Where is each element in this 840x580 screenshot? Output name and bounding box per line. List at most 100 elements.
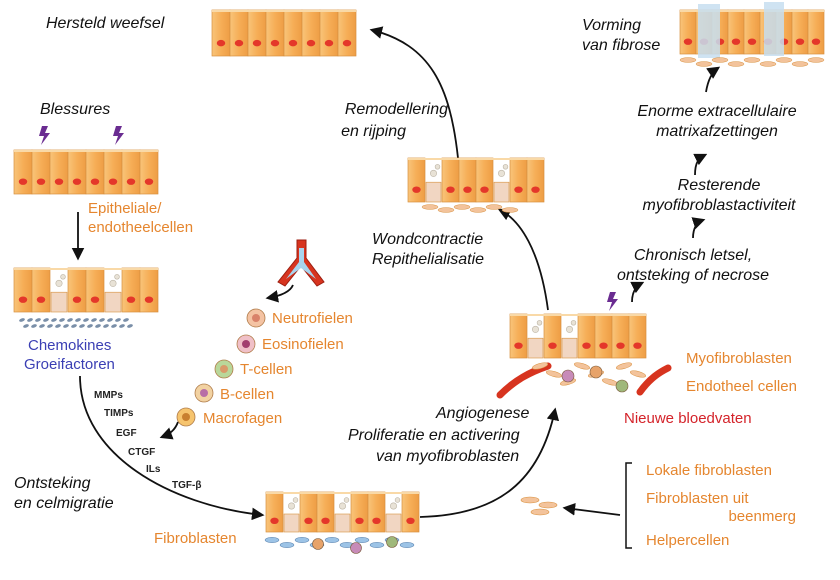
cell-nucleus: [252, 39, 262, 47]
cell-nucleus: [342, 39, 352, 47]
chemokine-particle: [39, 324, 45, 328]
cell-nucleus: [514, 186, 523, 193]
epithelial-cell: [407, 157, 426, 203]
injury-lightning-icon: [113, 126, 124, 145]
bm-fibroblasts-label-2: beenmerg: [728, 508, 796, 525]
chemokine-particle: [99, 318, 105, 322]
infiltrating-cell: [312, 538, 324, 550]
damaged-cell: [385, 513, 402, 533]
arrow-to-fibrosis: [705, 66, 721, 93]
inflammation-label-1: Ontsteking: [14, 475, 91, 492]
epithelial-cell: [31, 267, 51, 313]
mediator-ctgf: CTGF: [128, 447, 156, 458]
epithelial-cell: [350, 491, 369, 533]
fibrosis-label-1: Vorming: [582, 17, 641, 34]
chemokine-particle: [59, 318, 65, 322]
cell-nucleus: [811, 38, 821, 45]
chemokine-particle: [43, 318, 49, 322]
cell-nucleus: [216, 39, 226, 47]
cell-nucleus: [321, 517, 330, 524]
arrow-repair-to-angiogenesis: [419, 407, 560, 518]
epithelial-cell: [301, 9, 321, 57]
debris-particle: [60, 274, 66, 280]
chemokine-particle: [111, 324, 117, 328]
chemokine-particle: [27, 318, 33, 322]
cycle-arrows: [71, 26, 721, 521]
matrix-deposit: [764, 2, 784, 56]
fibrotic-fibroblast: [711, 57, 729, 63]
damaged-cell: [283, 513, 300, 533]
arrow-to-matrix: [693, 153, 708, 176]
epithelial-cell: [103, 149, 123, 195]
cell-nucleus: [514, 342, 523, 349]
angiogenesis-label-2: Proliferatie en activering: [348, 427, 520, 444]
chemokine-particle: [19, 318, 25, 322]
epithelial-cell: [577, 313, 596, 359]
cell-nucleus: [288, 39, 298, 47]
residual-label-1: Resterende: [677, 177, 761, 194]
source-fibroblast: [520, 496, 540, 504]
cell-nucleus: [406, 517, 415, 524]
arrow-to-residual: [691, 217, 706, 239]
chemokine-particle: [95, 324, 101, 328]
b-cell-core: [200, 389, 208, 397]
debris-particle: [338, 502, 346, 510]
contracting-fibroblast: [469, 207, 487, 213]
migrating-fibroblast: [324, 537, 340, 543]
mediator-egf: EGF: [116, 428, 137, 439]
injured-tissue: [13, 149, 159, 195]
cell-nucleus: [18, 178, 28, 185]
remodeling-label-2: en rijping: [341, 123, 406, 140]
epithelial-cell: [594, 313, 613, 359]
fibrotic-fibroblast: [775, 57, 793, 63]
wound-contraction-label-2: Repithelialisatie: [372, 251, 485, 268]
fibrotic-tissue: [679, 2, 825, 67]
arrow-angiogenesis-to-contraction: [497, 208, 549, 311]
epithelial-cell: [337, 9, 357, 57]
cell-nucleus: [306, 39, 316, 47]
arrow-vessel-to-immune: [265, 284, 294, 303]
migrating-fibroblast: [294, 537, 310, 543]
chemokine-particle: [67, 318, 73, 322]
epithelial-cell: [139, 267, 159, 313]
cell-nucleus: [412, 186, 421, 193]
cell-nucleus: [126, 178, 136, 185]
chronic-injury-lightning-icon: [607, 292, 618, 311]
debris-particle: [570, 320, 577, 326]
myofibroblast: [629, 370, 647, 378]
chronic-label-1: Chronisch letsel,: [633, 247, 753, 264]
cell-nucleus: [548, 342, 557, 349]
cell-nucleus: [446, 186, 455, 193]
blood-vessel-icon: [277, 239, 325, 287]
cell-nucleus: [463, 186, 472, 193]
infiltrating-cell: [386, 536, 398, 548]
cell-nucleus: [633, 342, 642, 349]
myofibroblast: [573, 362, 591, 370]
cell-nucleus: [90, 296, 100, 303]
cell-nucleus: [54, 178, 64, 185]
fibrotic-fibroblast: [807, 57, 825, 63]
contracting-fibroblast: [421, 204, 439, 210]
chemokine-particle: [55, 324, 61, 328]
source-bracket: [625, 462, 632, 549]
cell-nucleus: [144, 178, 154, 185]
epithelial-cell: [401, 491, 420, 533]
infiltrating-cell: [589, 365, 603, 379]
infiltrating-cell: [350, 542, 362, 554]
arrow-contraction-to-restored: [369, 26, 459, 159]
cell-nucleus: [355, 517, 364, 524]
cell-nucleus: [616, 342, 625, 349]
immune-t-cells: T-cellen: [240, 361, 293, 378]
angiogenesis-label-3: van myofibroblasten: [376, 448, 520, 465]
myofibroblast: [615, 362, 633, 370]
myofibroblast: [545, 370, 563, 378]
fibrosis-label-2: van fibrose: [582, 37, 661, 54]
contracting-tissue: [407, 157, 545, 213]
damaged-cell: [50, 291, 68, 313]
arrow-inflammation-to-repair: [79, 375, 265, 521]
epithelial-cell: [85, 149, 105, 195]
epithelial-cell: [49, 149, 69, 195]
debris-particle: [429, 169, 437, 177]
myofibroblast: [531, 362, 549, 370]
